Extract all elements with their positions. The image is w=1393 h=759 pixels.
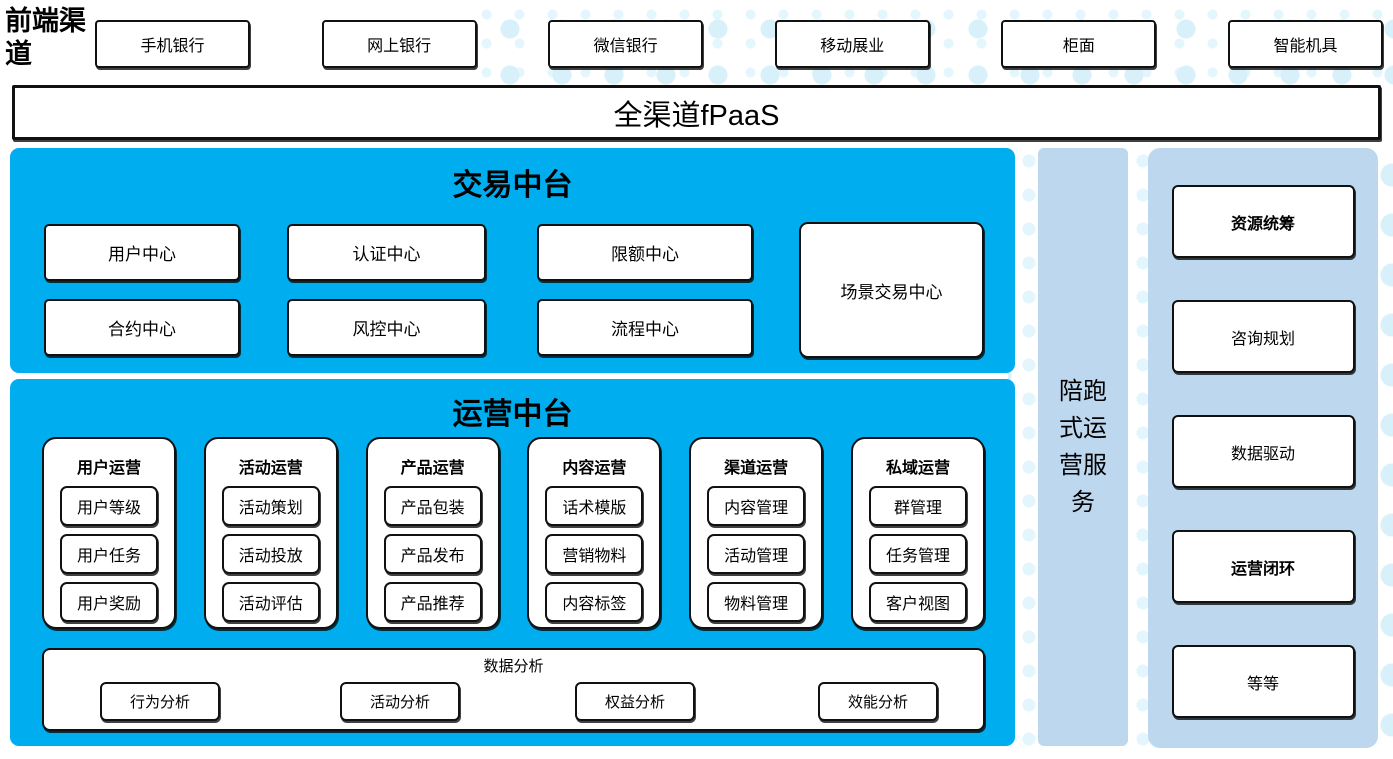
group-item: 用户任务 <box>60 533 158 574</box>
channel-box-counter: 柜面 <box>1001 20 1157 68</box>
ops-groups-row: 用户运营 用户等级 用户任务 用户奖励 活动运营 活动策划 活动投放 活动评估 … <box>42 437 985 629</box>
ops-platform-panel: 运营中台 用户运营 用户等级 用户任务 用户奖励 活动运营 活动策划 活动投放 … <box>10 379 1015 746</box>
group-title: 渠道运营 <box>724 459 789 477</box>
group-item: 物料管理 <box>707 581 806 622</box>
data-analysis-title: 数据分析 <box>483 658 544 675</box>
channel-box-mobile-banking: 手机银行 <box>95 20 250 68</box>
side-service-label: 陪跑式运营服务 <box>1059 377 1107 517</box>
group-item: 产品发布 <box>383 533 482 574</box>
right-panel-item-3: 运营闭环 <box>1171 530 1355 603</box>
group-item: 营销物料 <box>545 533 644 574</box>
group-item: 任务管理 <box>868 533 967 574</box>
right-service-panel: 资源统筹 咨询规划 数据驱动 运营闭环 等等 <box>1148 148 1378 748</box>
trade-platform-title: 交易中台 <box>452 168 573 203</box>
scene-trade-center-box: 场景交易中心 <box>799 222 984 358</box>
group-product-ops: 产品运营 产品包装 产品发布 产品推荐 <box>365 437 500 629</box>
center-box-user: 用户中心 <box>44 224 240 281</box>
group-content-ops: 内容运营 话术模版 营销物料 内容标签 <box>527 437 662 629</box>
group-title: 活动运营 <box>238 459 303 477</box>
front-channels-row: 手机银行 网上银行 微信银行 移动展业 柜面 智能机具 <box>95 20 1383 68</box>
group-item: 群管理 <box>868 485 967 526</box>
data-analysis-container: 数据分析 行为分析 活动分析 权益分析 效能分析 <box>42 648 985 731</box>
group-private-domain-ops: 私域运营 群管理 任务管理 客户视图 <box>850 437 985 629</box>
group-channel-ops: 渠道运营 内容管理 活动管理 物料管理 <box>689 437 824 629</box>
fpaas-bar: 全渠道fPaaS <box>12 85 1381 140</box>
center-box-contract: 合约中心 <box>44 299 240 356</box>
group-item: 活动策划 <box>221 485 320 526</box>
right-panel-item-2: 数据驱动 <box>1171 415 1355 488</box>
analysis-box-efficiency: 效能分析 <box>818 682 938 721</box>
analysis-box-behavior: 行为分析 <box>100 682 220 721</box>
channel-box-online-banking: 网上银行 <box>321 20 477 68</box>
channel-box-mobile-expansion: 移动展业 <box>774 20 930 68</box>
analysis-box-rights: 权益分析 <box>575 682 695 721</box>
group-item: 用户等级 <box>60 485 158 526</box>
analysis-box-activity: 活动分析 <box>340 682 460 721</box>
channel-box-wechat-banking: 微信银行 <box>548 20 704 68</box>
group-item: 客户视图 <box>868 581 967 622</box>
group-title: 用户运营 <box>76 459 141 477</box>
side-service-bar: 陪跑式运营服务 <box>1038 148 1128 746</box>
center-box-limit: 限额中心 <box>537 224 753 281</box>
group-item: 活动投放 <box>221 533 320 574</box>
group-item: 产品包装 <box>383 485 482 526</box>
group-item: 产品推荐 <box>383 581 482 622</box>
right-panel-item-4: 等等 <box>1171 645 1355 718</box>
group-item: 活动评估 <box>221 581 320 622</box>
group-item: 用户奖励 <box>60 581 158 622</box>
group-item: 活动管理 <box>707 533 806 574</box>
channel-box-smart-devices: 智能机具 <box>1227 20 1383 68</box>
group-title: 内容运营 <box>562 459 627 477</box>
group-user-ops: 用户运营 用户等级 用户任务 用户奖励 <box>42 437 176 629</box>
group-title: 产品运营 <box>400 459 465 477</box>
center-box-process: 流程中心 <box>537 299 753 356</box>
right-panel-item-0: 资源统筹 <box>1171 185 1355 258</box>
group-item: 内容标签 <box>545 581 644 622</box>
group-activity-ops: 活动运营 活动策划 活动投放 活动评估 <box>203 437 338 629</box>
center-box-risk: 风控中心 <box>287 299 486 356</box>
group-item: 话术模版 <box>545 485 644 526</box>
ops-platform-title: 运营中台 <box>452 397 573 432</box>
front-channels-label: 前端渠道 <box>5 6 86 70</box>
right-panel-item-1: 咨询规划 <box>1171 300 1355 373</box>
group-title: 私域运营 <box>885 459 950 477</box>
trade-platform-panel: 交易中台 用户中心 认证中心 限额中心 合约中心 风控中心 流程中心 场景交易中… <box>10 148 1015 373</box>
center-box-auth: 认证中心 <box>287 224 486 281</box>
group-item: 内容管理 <box>707 485 806 526</box>
